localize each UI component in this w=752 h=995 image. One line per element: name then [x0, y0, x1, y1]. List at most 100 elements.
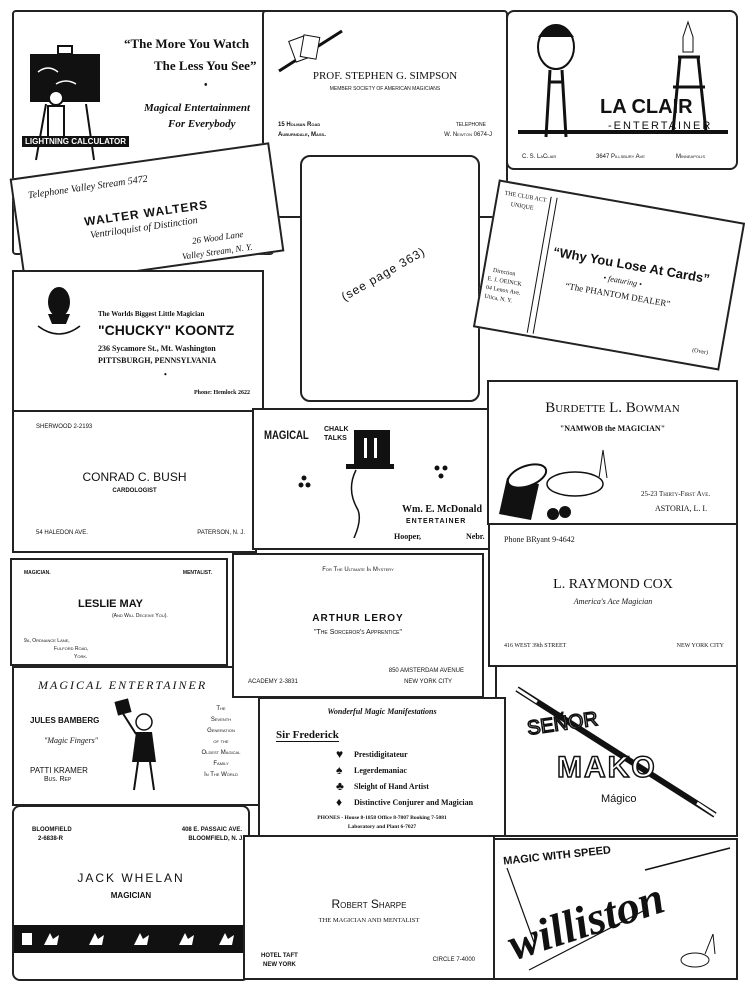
mcdonald-magical: MAGICAL — [264, 428, 309, 442]
card-chucky-koontz: The Worlds Biggest Little Magician "CHUC… — [12, 270, 264, 412]
lineage-line: In The World — [204, 772, 238, 778]
see-page-reference: (see page 363) — [338, 244, 428, 304]
cox-title: America's Ace Magician — [573, 597, 653, 606]
over-note: (Over) — [691, 347, 709, 357]
leroy-top: For The Ultimate In Mystery — [322, 567, 394, 573]
lineage-line: Seventh — [210, 717, 232, 723]
chucky-tagline: The Worlds Biggest Little Magician — [98, 310, 205, 318]
mcdonald-talks: TALKS — [324, 435, 347, 442]
bamberg-rep-title: Bus. Rep — [44, 776, 72, 783]
frederick-top: Wonderful Magic Manifestations — [327, 707, 437, 716]
bowman-address: 25-23 Thirty-First Ave. — [641, 490, 711, 498]
slogan-line-1: “The More You Watch — [124, 36, 250, 51]
frederick-suit-1: ♥ — [336, 747, 344, 761]
lineage-line: Generation — [207, 728, 235, 734]
sharpe-name: Robert Sharpe — [331, 897, 407, 911]
frederick-item-2: Legerdemaniac — [354, 766, 407, 775]
card-senor-mako: SEÑOR MAKO Mágico — [495, 665, 738, 837]
lineage-line: Family — [213, 761, 229, 767]
mcdonald-town: Hooper, — [394, 532, 422, 541]
may-subtitle: (And Will Deceive You). — [112, 613, 168, 619]
la-clair-title: -ENTERTAINER — [608, 120, 713, 132]
tagline-1: Magical Entertainment — [144, 102, 251, 114]
la-clair-person: C. S. LaClair — [522, 154, 557, 160]
cox-city: NEW YORK CITY — [676, 643, 724, 649]
whelan-address-1: 408 E. PASSAIC AVE. — [181, 827, 242, 833]
bamberg-nickname: "Magic Fingers" — [44, 736, 99, 745]
bush-address: 54 HALEDON AVE. — [36, 530, 88, 536]
leroy-subtitle: "The Sorceror's Apprentice" — [314, 629, 402, 636]
card-raymond-cox: Phone BRyant 9-4642 L. RAYMOND COX Ameri… — [488, 525, 738, 667]
tagline-2: For Everybody — [168, 118, 236, 130]
lineage-line: The — [216, 706, 226, 712]
magician-figure — [114, 698, 156, 791]
whelan-name: JACK WHELAN — [77, 871, 185, 885]
lightning-calculator-banner: LIGHTNING CALCULATOR — [22, 136, 130, 147]
phantom-featuring: • featuring • — [602, 273, 643, 289]
mako-name: MAKO — [556, 750, 657, 785]
direction-city: Utica, N. Y. — [483, 293, 513, 305]
bush-name: CONRAD C. BUSH — [82, 470, 187, 484]
bush-city: PATERSON, N. J. — [197, 530, 245, 536]
mcdonald-chalk: CHALK — [324, 426, 349, 433]
la-clair-city: Minneapolis — [676, 154, 706, 160]
cox-name: L. RAYMOND COX — [553, 577, 673, 592]
silhouette-logo — [37, 287, 81, 335]
simpson-address-2: Auburndale, Mass. — [278, 132, 326, 138]
card-phantom-dealer: THE CLUB ACT UNIQUE “Why You Lose At Car… — [472, 179, 746, 371]
simpson-address-1: 15 Holman Road — [278, 122, 321, 128]
leroy-name: ARTHUR LEROY — [312, 613, 404, 624]
cox-phone: Phone BRyant 9-4642 — [504, 535, 575, 544]
sharpe-hotel: HOTEL TAFT — [261, 953, 298, 959]
cox-address: 416 WEST 39th STREET — [504, 643, 567, 649]
bush-title: CARDOLOGIST — [112, 488, 157, 494]
rabbit-border-band — [14, 925, 248, 953]
frederick-name: Sir Frederick — [276, 729, 339, 742]
chucky-name: "CHUCKY" KOONTZ — [98, 322, 235, 338]
lineage-line: Oldest Magical — [201, 750, 241, 756]
hat-and-rabbit-illustration — [499, 449, 608, 520]
frederick-item-1: Prestidigitateur — [354, 750, 408, 759]
mcdonald-name: Wm. E. McDonald — [402, 504, 482, 515]
bamberg-lineage: The Seventh Generation of the Oldest Mag… — [182, 704, 258, 781]
bowman-name: Burdette L. Bowman — [545, 400, 680, 416]
card-arthur-leroy: For The Ultimate In Mystery ARTHUR LEROY… — [232, 553, 484, 698]
sharpe-city: NEW YORK — [263, 962, 296, 968]
speed-lines-and-rabbit — [506, 847, 731, 971]
chucky-bullet: • — [164, 370, 167, 379]
bamberg-name: JULES BAMBERG — [30, 716, 100, 725]
la-clair-name: LA CLAIR — [600, 96, 693, 118]
walters-phone: Telephone Valley Stream 5472 — [27, 173, 149, 202]
mcdonald-state: Nebr. — [466, 532, 485, 541]
card-burdette-bowman: Burdette L. Bowman "NAMWOB the MAGICIAN"… — [487, 380, 738, 525]
mako-magico: Mágico — [601, 793, 637, 805]
bullet: • — [204, 80, 208, 91]
frederick-phones: PHONES - House 8-1858 Office 8-7807 Book… — [317, 815, 447, 821]
whelan-city: BLOOMFIELD — [32, 827, 72, 833]
card-leslie-may: MAGICIAN. MENTALIST. LESLIE MAY (And Wil… — [10, 558, 228, 666]
whelan-address-2: BLOOMFIELD, N. J. — [188, 836, 244, 842]
sharpe-title: THE MAGICIAN AND MENTALIST — [318, 917, 420, 924]
leroy-address-1: 850 AMSTERDAM AVENUE — [388, 668, 464, 674]
simpson-tel-label: TELEPHONE — [455, 122, 486, 128]
may-name: LESLIE MAY — [78, 598, 143, 610]
whelan-title: MAGICIAN — [110, 891, 152, 900]
mcdonald-title: ENTERTAINER — [406, 518, 467, 525]
phantom-act-name: “The PHANTOM DEALER” — [564, 280, 672, 309]
bowman-city: ASTORIA, L. I. — [655, 504, 708, 513]
frederick-lab: Laboratory and Plant 6-7027 — [347, 824, 417, 830]
leroy-phone: ACADEMY 2-3831 — [248, 679, 298, 685]
direction-label: Direction — [492, 267, 516, 278]
frederick-item-4: Distinctive Conjurer and Magician — [354, 798, 474, 807]
bush-phone: SHERWOOD 2-2193 — [36, 424, 93, 430]
dots-decoration — [434, 465, 448, 479]
chucky-phone: Phone: Hemlock 2622 — [194, 390, 250, 396]
leroy-address-2: NEW YORK CITY — [404, 679, 452, 685]
card-jack-whelan: BLOOMFIELD 2-6838-R 408 E. PASSAIC AVE. … — [12, 805, 250, 981]
frederick-suit-4: ♦ — [336, 795, 343, 809]
chalkboard-illustration — [30, 45, 100, 161]
may-address-1: 9a, Ordnance Lane, — [24, 638, 70, 644]
bamberg-header: MAGICAL ENTERTAINER — [38, 678, 208, 692]
chucky-address-1: 236 Sycamore St., Mt. Washington — [98, 344, 216, 353]
card-see-page-363: (see page 363) — [300, 155, 480, 402]
